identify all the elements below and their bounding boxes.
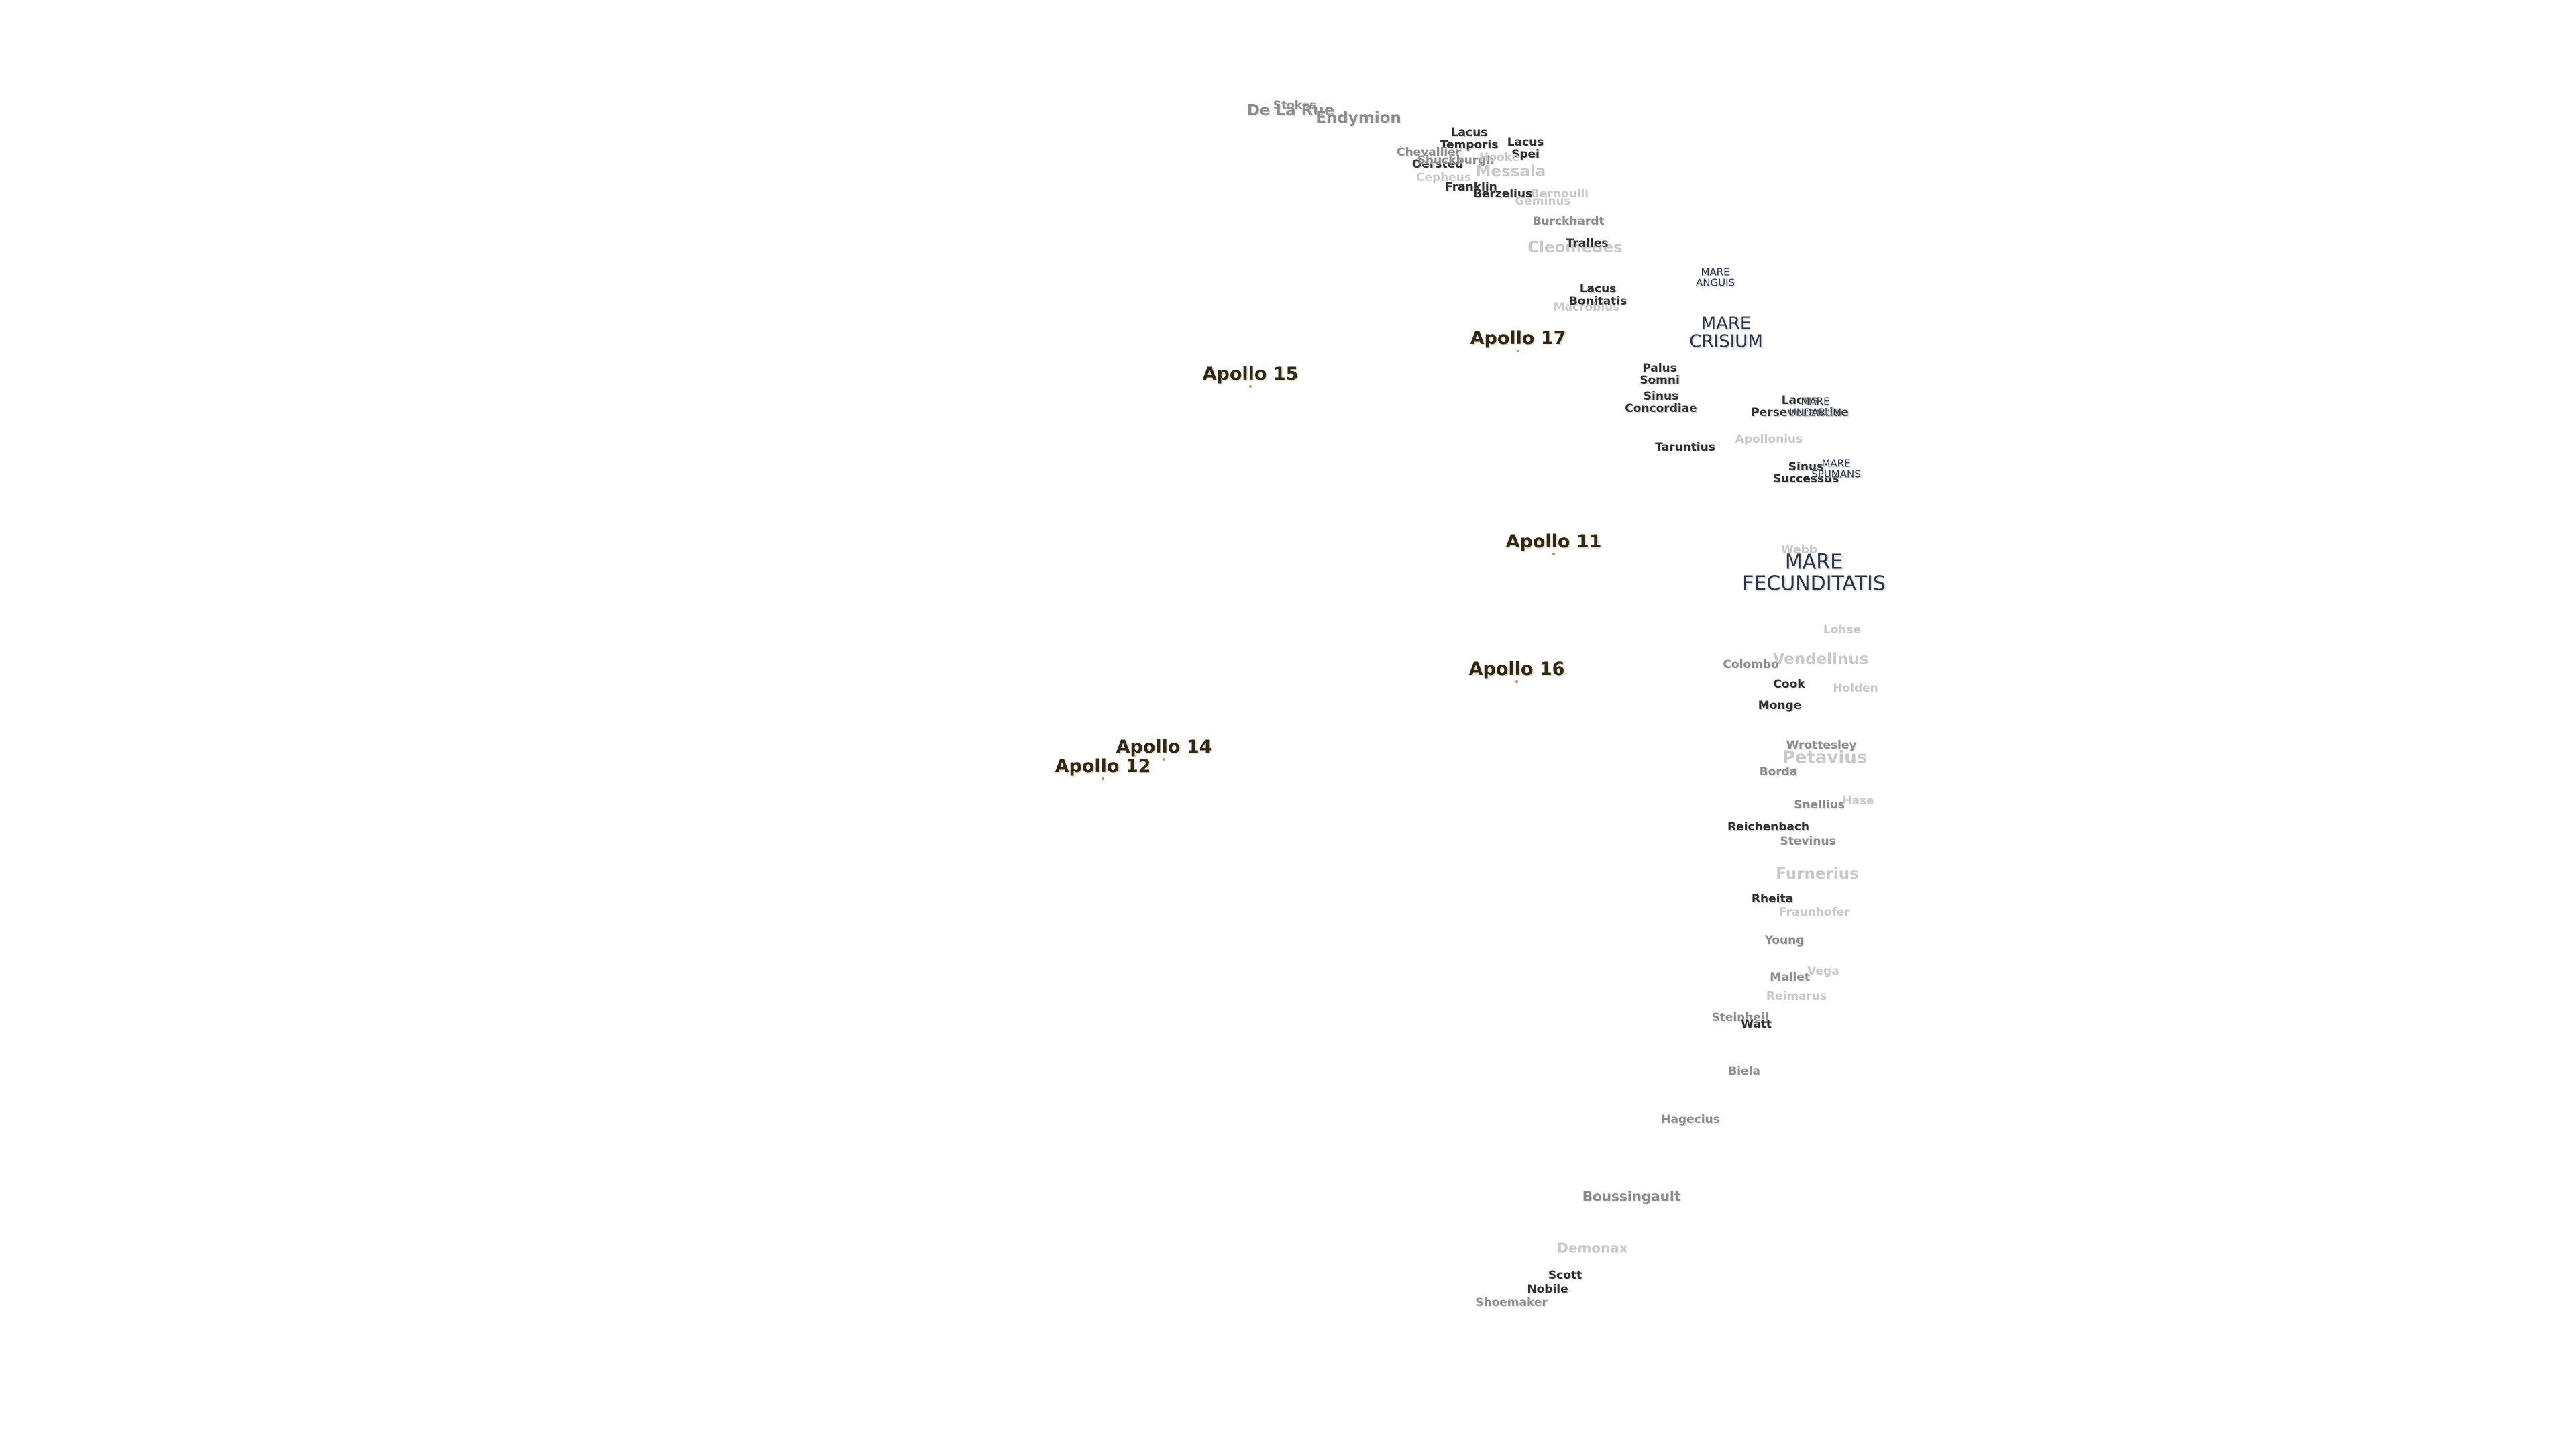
label-vega: Vega (1807, 965, 1839, 979)
label-steinheil: Steinheil (1711, 1011, 1769, 1025)
label-biela: Biela (1728, 1065, 1760, 1079)
label-borda: Borda (1759, 765, 1798, 780)
label-nobile: Nobile (1527, 1283, 1568, 1297)
label-de-la-rue: De La Rue (1246, 101, 1335, 119)
label-apollo-16: Apollo 16 (1468, 658, 1565, 680)
label-reichenbach: Reichenbach (1727, 820, 1810, 835)
label-petavius: Petavius (1782, 747, 1868, 768)
label-geminus: Geminus (1515, 195, 1571, 209)
label-cepheus: Cepheus (1415, 171, 1472, 185)
label-burckhardt: Burckhardt (1532, 215, 1605, 229)
label-apollo-15: Apollo 15 (1202, 363, 1299, 384)
label-apollo-17: Apollo 17 (1470, 327, 1566, 349)
label-webb: Webb (1780, 543, 1818, 557)
label-boussingault: Boussingault (1582, 1188, 1681, 1205)
label-bernoulli: Bernoulli (1530, 187, 1589, 201)
landing-site-marker-apollo-11 (1552, 553, 1555, 555)
label-stokes: Stokes (1273, 99, 1317, 113)
label-holden: Holden (1833, 682, 1878, 696)
label-hase: Hase (1842, 794, 1874, 808)
label-reimarus: Reimarus (1766, 989, 1827, 1004)
label-apollonius: Apollonius (1735, 433, 1803, 447)
label-snellius: Snellius (1794, 798, 1845, 812)
label-macrobius: Macrobius (1553, 301, 1620, 315)
label-monge: Monge (1758, 699, 1802, 713)
label-messala: Messala (1475, 162, 1546, 180)
label-mallet: Mallet (1770, 971, 1810, 985)
label-colombo: Colombo (1723, 658, 1779, 672)
landing-site-marker-apollo-16 (1515, 680, 1518, 683)
label-young: Young (1764, 934, 1805, 948)
label-watt: Watt (1741, 1018, 1772, 1032)
label-furnerius: Furnerius (1776, 865, 1859, 883)
label-rheita: Rheita (1751, 892, 1794, 906)
label-stevinus: Stevinus (1780, 835, 1836, 849)
label-oersted: Oersted (1411, 158, 1464, 172)
label-tralles: Tralles (1566, 237, 1609, 251)
label-apollo-14: Apollo 14 (1116, 736, 1212, 757)
label-berzelius: Berzelius (1472, 187, 1533, 201)
label-scott: Scott (1548, 1269, 1582, 1283)
label-apollo-11: Apollo 11 (1505, 531, 1602, 552)
label-demonax: Demonax (1557, 1240, 1628, 1256)
label-fraunhofer: Fraunhofer (1779, 906, 1850, 920)
label-shuckburgh: Shuckburgh (1417, 154, 1495, 168)
landing-site-marker-apollo-12 (1102, 777, 1104, 780)
label-lohse: Lohse (1823, 623, 1862, 637)
label-hagecius: Hagecius (1661, 1113, 1720, 1127)
label-cleomedes: Cleomedes (1527, 238, 1623, 256)
label-taruntius: Taruntius (1655, 441, 1715, 455)
label-hooke: Hooke (1479, 151, 1519, 165)
landing-site-marker-apollo-17 (1517, 350, 1519, 352)
label-chevallier: Chevallier (1396, 146, 1462, 160)
label-vendelinus: Vendelinus (1772, 650, 1869, 668)
label-endymion: Endymion (1316, 109, 1401, 127)
label-apollo-12: Apollo 12 (1055, 755, 1151, 777)
label-franklin: Franklin (1445, 180, 1497, 195)
label-shoemaker: Shoemaker (1475, 1296, 1548, 1310)
landing-site-marker-apollo-15 (1249, 385, 1252, 388)
label-cook: Cook (1773, 678, 1805, 692)
landing-site-marker-apollo-14 (1163, 758, 1165, 761)
label-wrottesley: Wrottesley (1786, 739, 1857, 753)
